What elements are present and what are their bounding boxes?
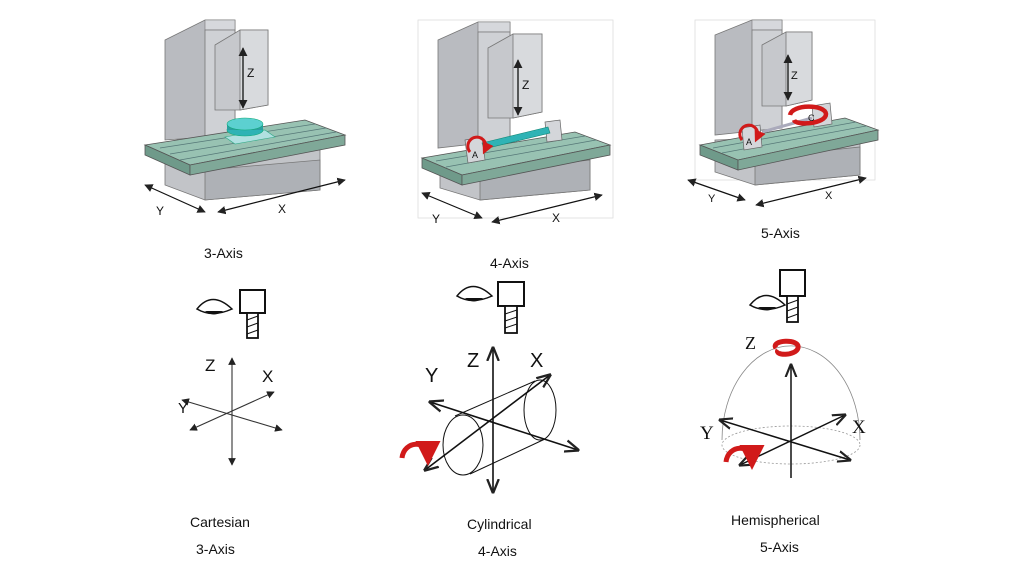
caption-hemispherical-axis: 5-Axis [760,539,799,555]
machine-5axis [687,19,880,208]
machine-4axis-a-label: A [472,150,479,160]
caption-cartesian-axis: 3-Axis [196,541,235,557]
machine-4axis-title: 4-Axis [490,255,529,271]
cartesian-y-label: Y [178,400,189,417]
cylindrical-y-label: Y [425,365,439,387]
machine-3axis-title: 3-Axis [204,245,243,261]
machine-3axis-y-label: Y [156,204,165,218]
hemispherical-y-label: Y [700,423,714,444]
caption-cylindrical: Cylindrical [467,516,532,532]
machine-5axis-y-label: Y [708,193,716,205]
eye-tool-icon-3axis [195,289,266,339]
cartesian-z-label: Z [205,356,216,375]
machine-3axis-z-label: Z [247,66,255,80]
machine-4axis-y-label: Y [432,212,441,226]
eye-tool-icon-4axis [455,281,525,334]
machine-5axis-title: 5-Axis [761,225,800,241]
hemispherical-z-label: Z [745,333,756,353]
hemispherical-axes [720,338,861,478]
machine-4axis [417,19,614,225]
machine-5axis-c-label: C [808,113,815,123]
machine-5axis-z-label: Z [791,70,798,82]
caption-cartesian: Cartesian [190,514,250,530]
machine-3axis-x-label: X [278,202,287,216]
cartesian-x-label: X [262,367,274,386]
eye-tool-icon-5axis [748,269,806,323]
machine-4axis-x-label: X [552,211,561,225]
machine-5axis-a-label: A [746,137,753,147]
hemispherical-x-label: X [852,417,866,438]
machine-5axis-x-label: X [825,190,833,202]
cylindrical-z-label: Z [467,350,480,372]
cylindrical-axes [399,348,578,492]
cartesian-axes [181,357,283,466]
caption-cylindrical-axis: 4-Axis [478,543,517,559]
cylindrical-x-label: X [530,350,544,372]
machine-3axis [143,19,347,215]
machine-4axis-z-label: Z [522,78,530,92]
caption-hemispherical: Hemispherical [731,512,820,528]
